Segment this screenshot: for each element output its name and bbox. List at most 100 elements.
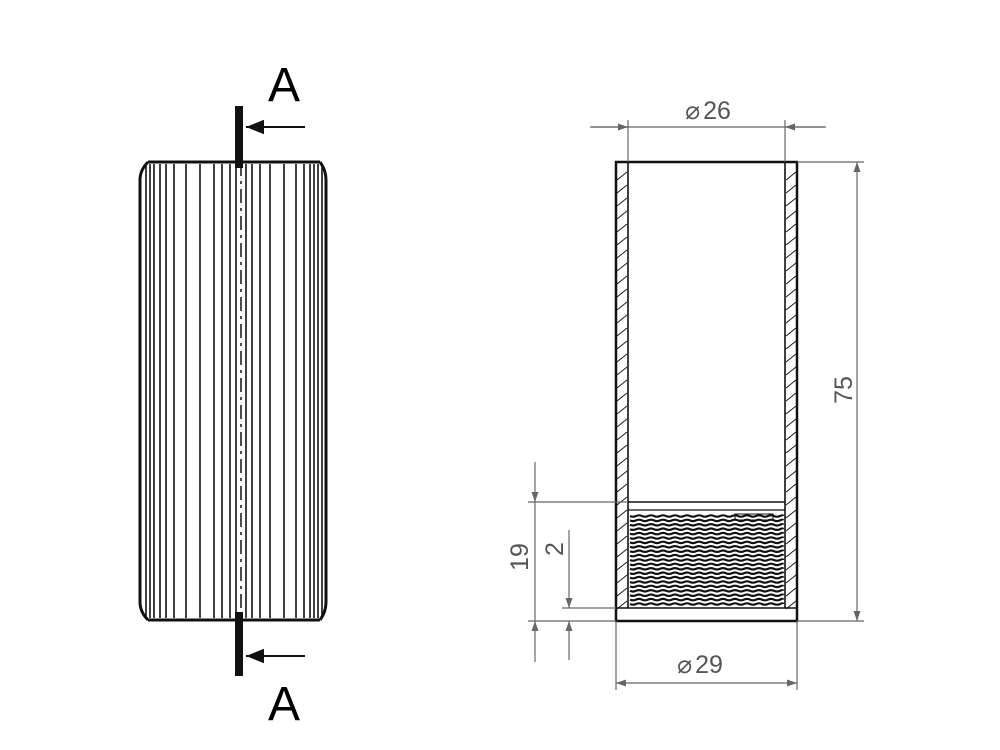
hatch-line (785, 249, 797, 259)
hatch-line (785, 470, 797, 480)
section-label-bottom: A (268, 678, 300, 731)
dim-chamfer: 2 (541, 530, 616, 660)
dim-thread-length: 19 (506, 462, 628, 662)
hatch-line (785, 340, 797, 350)
hatch-line (785, 366, 797, 376)
hatch-line (616, 535, 628, 545)
thread-line (629, 545, 785, 549)
hatch-line (616, 327, 628, 337)
hatch-line (616, 496, 628, 506)
thread-line (629, 536, 785, 540)
internal-thread (629, 514, 785, 606)
hatch-line (616, 197, 628, 207)
hatch-line (616, 561, 628, 571)
hatch-line (616, 431, 628, 441)
thread-line (629, 593, 785, 597)
hatch-line (785, 392, 797, 402)
thread-line (629, 567, 785, 571)
hatch-line (785, 171, 797, 181)
hatch-line (785, 301, 797, 311)
hatch-line (616, 444, 628, 454)
knurl-flutes (145, 164, 323, 618)
hatch-line (616, 171, 628, 181)
section-line-a: A A (235, 59, 305, 731)
hatch-line (785, 327, 797, 337)
thread-line (629, 562, 785, 567)
hatch-line (785, 353, 797, 363)
thread-length-label: 19 (506, 543, 534, 571)
hatch-line (616, 405, 628, 415)
hatch-line (616, 275, 628, 285)
hatch-line (785, 587, 797, 597)
section-view (614, 160, 799, 623)
hatch-line (616, 223, 628, 233)
hatch-line (785, 223, 797, 233)
top-diameter-label: ⌀26 (685, 97, 731, 125)
thread-line (629, 514, 785, 518)
section-label-top: A (268, 59, 300, 112)
hatch-line (616, 379, 628, 389)
hatch-line (785, 574, 797, 584)
thread-line (629, 580, 785, 584)
hatch-line (785, 522, 797, 532)
thread-line (629, 584, 785, 589)
hatch-line (616, 392, 628, 402)
hatch-line (785, 483, 797, 493)
hatch-line (616, 353, 628, 363)
hatch-line (616, 548, 628, 558)
hatch-line (616, 600, 628, 610)
hatch-line (785, 548, 797, 558)
hatch-line (616, 314, 628, 324)
hatch-line (616, 574, 628, 584)
hatch-line (616, 418, 628, 428)
thread-line (629, 518, 785, 523)
thread-line (629, 602, 785, 606)
hatch-line (785, 561, 797, 571)
hatch-line (785, 288, 797, 298)
thread-line (629, 531, 785, 536)
wall-hatching (616, 171, 797, 610)
thread-line (629, 575, 785, 580)
hatch-line (785, 405, 797, 415)
thread-line (629, 589, 785, 593)
thread-line (629, 571, 785, 575)
hatch-line (785, 184, 797, 194)
hatch-line (785, 210, 797, 220)
hatch-line (616, 236, 628, 246)
hatch-line (616, 301, 628, 311)
thread-line (629, 527, 785, 531)
hatch-line (616, 288, 628, 298)
hatch-line (616, 483, 628, 493)
hatch-line (785, 197, 797, 207)
knurled-exterior-view (138, 160, 328, 622)
hatch-line (616, 522, 628, 532)
hatch-line (616, 340, 628, 350)
hatch-line (785, 418, 797, 428)
hatch-line (616, 470, 628, 480)
hatch-line (785, 379, 797, 389)
hatch-line (785, 444, 797, 454)
hatch-line (785, 600, 797, 610)
chamfer-label: 2 (541, 542, 569, 556)
thread-line (629, 558, 785, 562)
thread-line (629, 597, 785, 602)
thread-line (629, 523, 785, 527)
hatch-line (785, 275, 797, 285)
hatch-line (785, 457, 797, 467)
dim-top-diameter: ⌀26 (590, 97, 826, 162)
hatch-line (616, 509, 628, 519)
hatch-line (785, 314, 797, 324)
dim-bottom-diameter: ⌀29 (615, 621, 798, 690)
hatch-line (785, 236, 797, 246)
hatch-line (785, 431, 797, 441)
hatch-line (616, 587, 628, 597)
hatch-line (785, 535, 797, 545)
hatch-line (616, 210, 628, 220)
hatch-line (785, 509, 797, 519)
hatch-line (785, 262, 797, 272)
thread-line (629, 549, 785, 553)
overall-height-label: 75 (830, 376, 858, 404)
thread-line (629, 540, 785, 545)
hatch-line (616, 249, 628, 259)
